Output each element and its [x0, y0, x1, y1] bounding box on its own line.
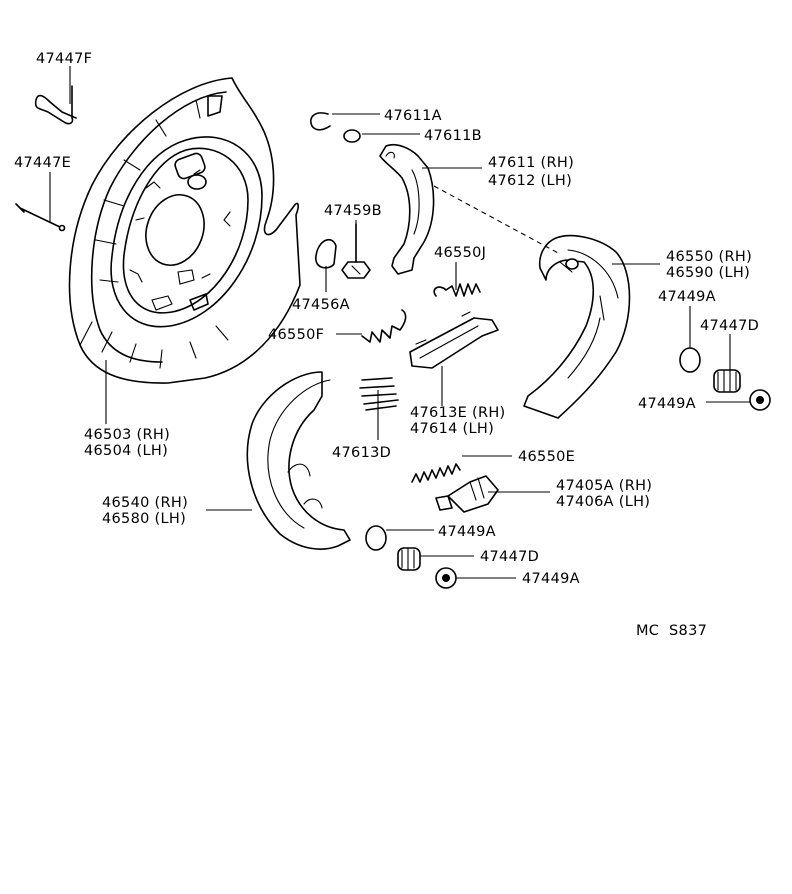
hold-down-pin-47447e [15, 203, 66, 232]
label-47613e-rh: 47613E (RH) [410, 405, 506, 421]
label-46550j: 46550J [434, 245, 486, 261]
washer-47449a-bottom-top [365, 525, 387, 551]
label-47406a-lh: 47406A (LH) [556, 494, 650, 510]
hold-down-clip-47447f [34, 85, 77, 125]
label-47449a-right-top: 47449A [658, 289, 716, 305]
label-46550-rh: 46550 (RH) [666, 249, 752, 265]
strut-47613e [409, 311, 499, 369]
label-47459b: 47459B [324, 203, 382, 219]
washer-47449a-right-top [679, 347, 701, 373]
label-47611b: 47611B [424, 128, 482, 144]
label-47449a-bottom-bottom: 47449A [522, 571, 580, 587]
brake-shoe-46540 [246, 371, 351, 550]
label-46503-rh: 46503 (RH) [84, 427, 170, 443]
label-47447e: 47447E [14, 155, 71, 171]
spring-46550f [361, 309, 407, 343]
label-46504-lh: 46504 (LH) [84, 443, 168, 459]
label-47611-rh: 47611 (RH) [488, 155, 574, 171]
label-47612-lh: 47612 (LH) [488, 173, 572, 189]
label-47456a: 47456A [292, 297, 350, 313]
label-46590-lh: 46590 (LH) [666, 265, 750, 281]
adjuster-47405a [435, 475, 499, 513]
part-labels: 47447F 47447E 47611A 47611B 47611 (RH) 4… [14, 51, 759, 639]
parking-brake-lever-47611 [379, 143, 435, 275]
label-46550e: 46550E [518, 449, 575, 465]
diagram-code: MC S837 [636, 623, 707, 639]
spring-47447d-right [713, 369, 741, 393]
label-47449a-bottom-top: 47449A [438, 524, 496, 540]
label-47447d-right: 47447D [700, 318, 759, 334]
label-46580-lh: 46580 (LH) [102, 511, 186, 527]
label-47611a: 47611A [384, 108, 442, 124]
brake-shoe-46550 [523, 234, 631, 419]
spring-47447d-bottom [397, 547, 421, 571]
spring-46550e [411, 463, 461, 483]
label-47449a-right-bottom: 47449A [638, 396, 696, 412]
label-46540-rh: 46540 (RH) [102, 495, 188, 511]
assembly-dashed-line [433, 185, 561, 255]
label-47447f: 47447F [36, 51, 92, 67]
washer-47611b [343, 129, 361, 143]
c-washer-47611a [310, 112, 331, 131]
label-47405a-rh: 47405A (RH) [556, 478, 652, 494]
spring-46550j [433, 283, 481, 297]
label-47614-lh: 47614 (LH) [410, 421, 494, 437]
plate-47456a [315, 238, 337, 269]
label-47613d: 47613D [332, 445, 391, 461]
label-47447d-bottom: 47447D [480, 549, 539, 565]
label-46550f: 46550F [268, 327, 324, 343]
backing-plate-drawing [68, 77, 301, 384]
spring-47613d [359, 377, 399, 411]
leader-lines [49, 66, 750, 579]
